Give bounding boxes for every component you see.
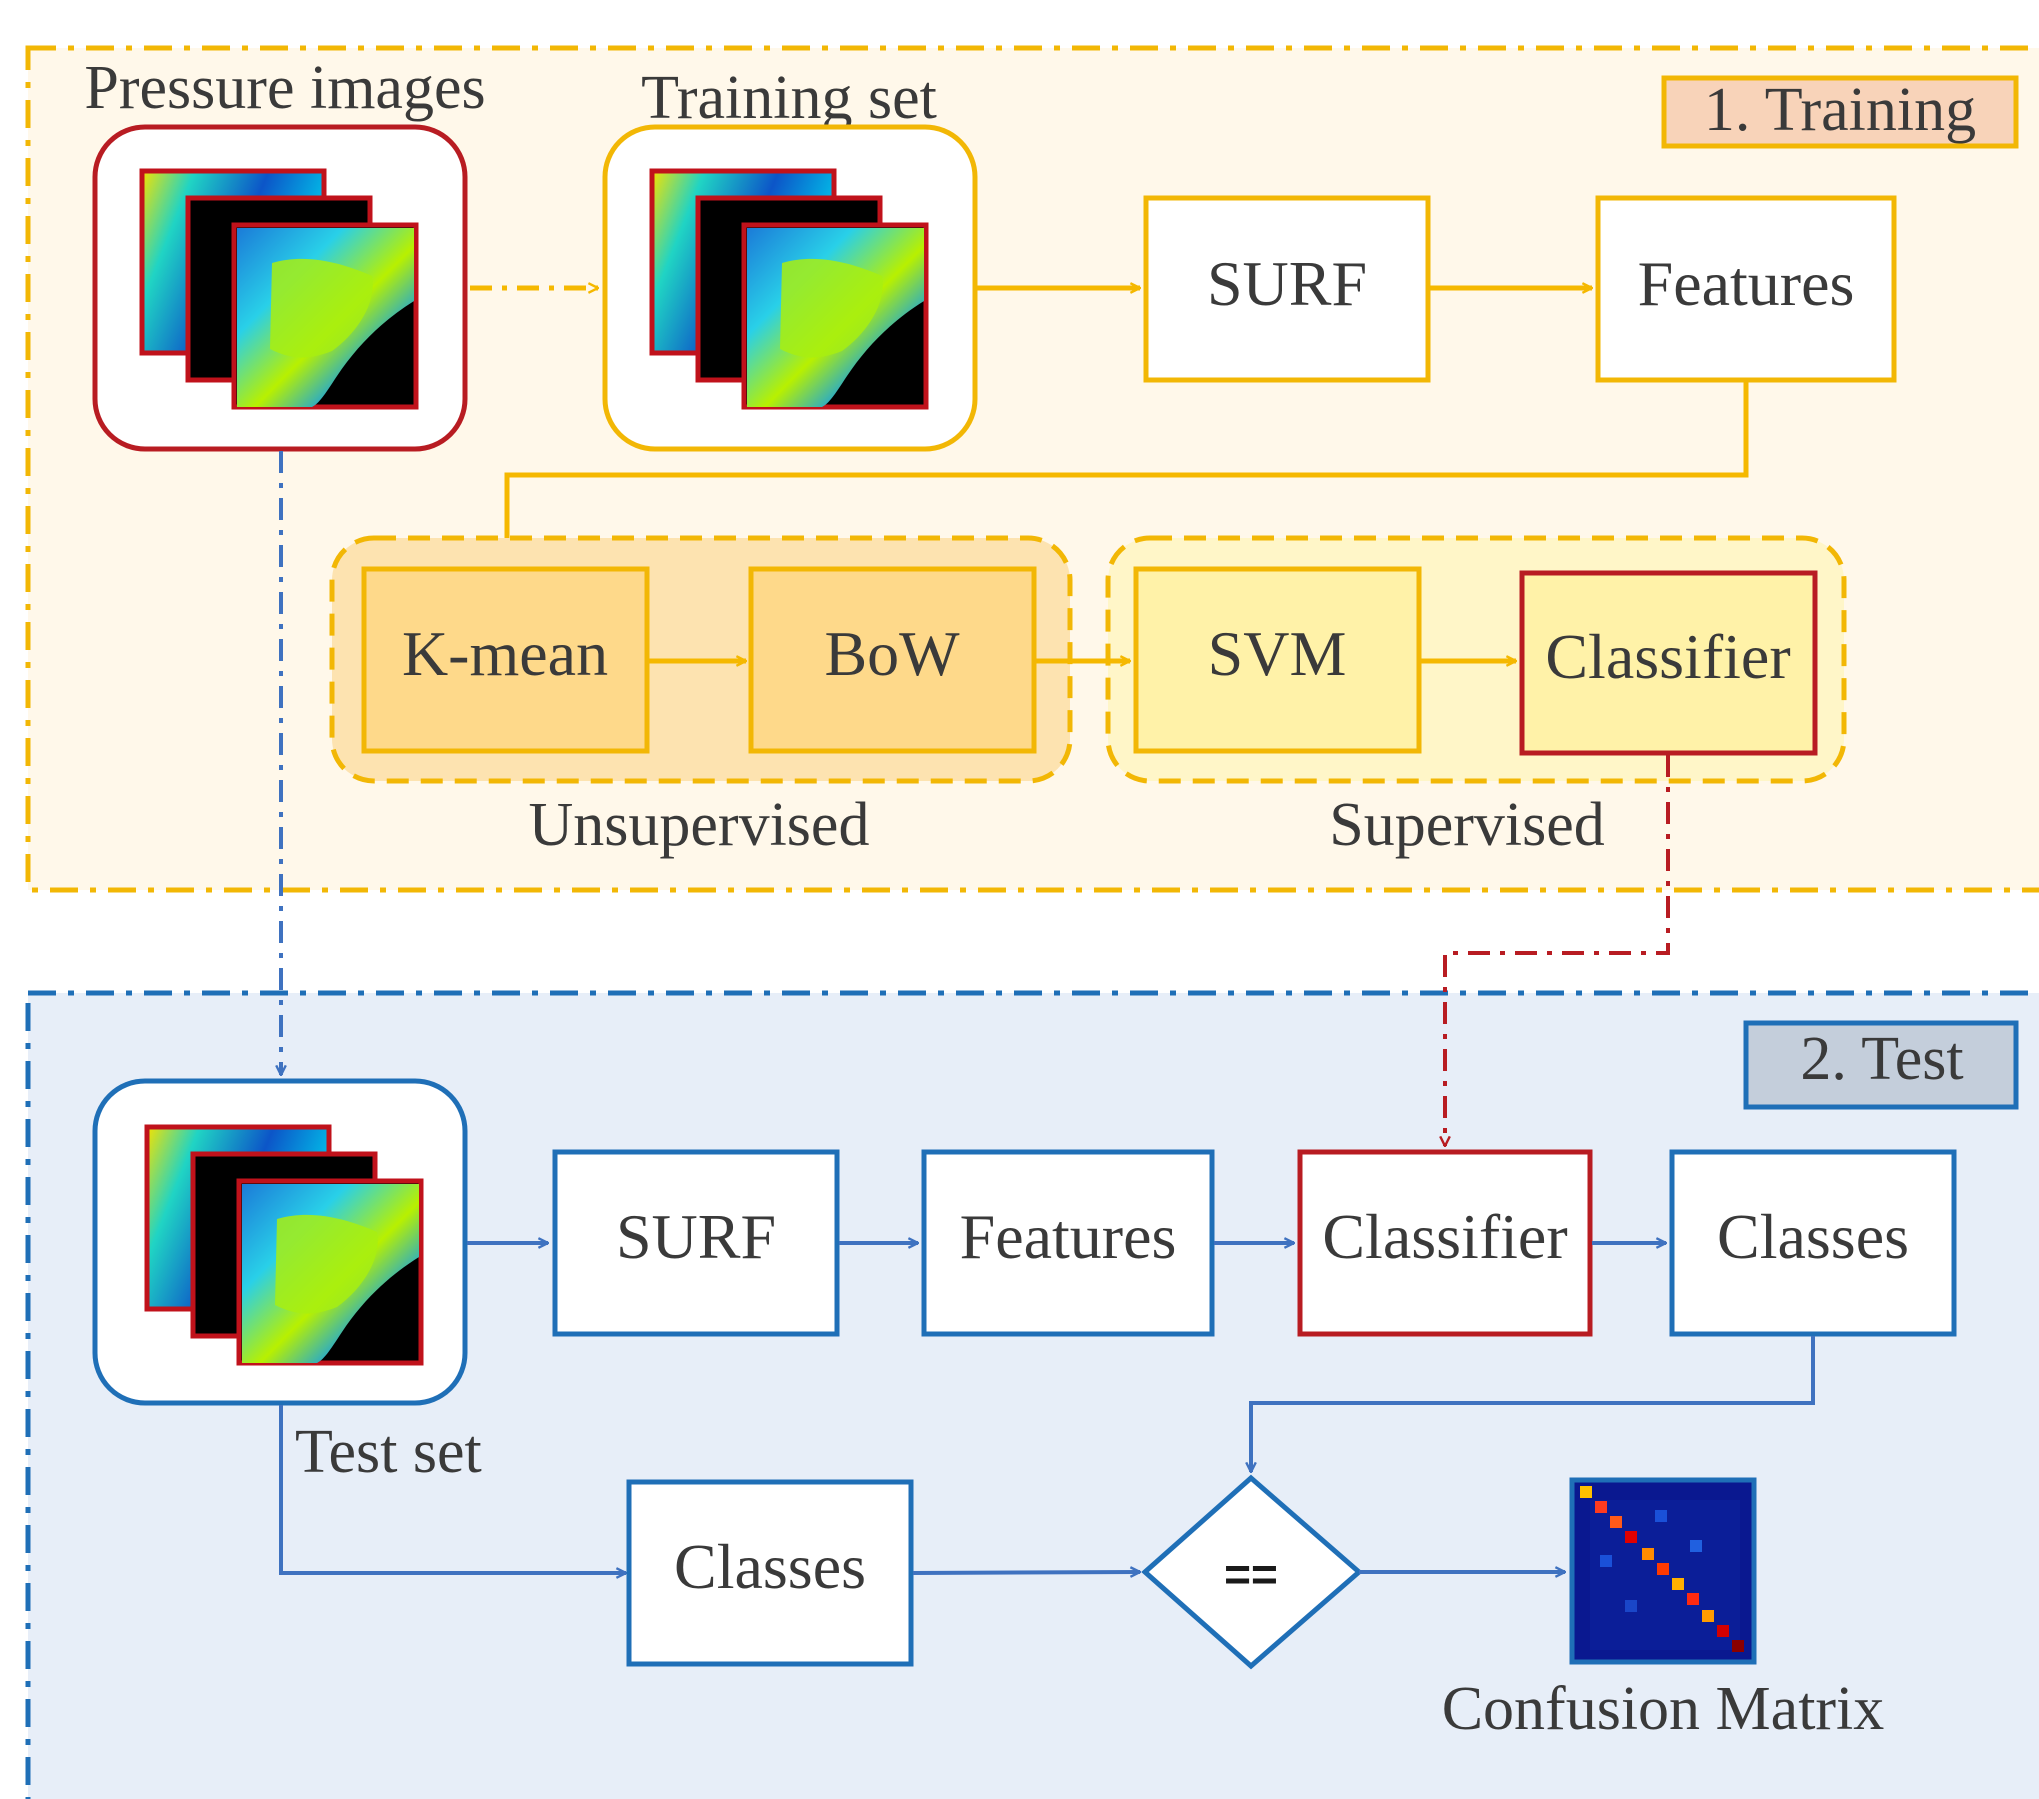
supervised-caption: Supervised (1329, 791, 1605, 859)
arrow-classifier-to-test (1445, 755, 1670, 1146)
test-set-group (92, 1078, 468, 1406)
kmean-box: K-mean (361, 566, 650, 754)
arrow-classes-to-compare (1251, 1336, 1815, 1472)
pressure-images-group (92, 124, 468, 452)
bow-box: BoW (748, 566, 1037, 754)
confusion-matrix-diagonal (1580, 1486, 1744, 1652)
svm-label: SVM (1208, 618, 1347, 689)
test-surf-box: SURF (552, 1149, 840, 1337)
true-classes-label: Classes (674, 1531, 866, 1602)
training-features-box: Features (1595, 195, 1897, 383)
training-surf-box: SURF (1143, 195, 1431, 383)
svm-box: SVM (1133, 566, 1422, 754)
training-set-group (602, 124, 978, 452)
compare-label: == (1224, 1548, 1278, 1600)
test-tag-label: 2. Test (1800, 1025, 1963, 1093)
pressure-images-caption: Pressure images (84, 54, 485, 122)
true-classes-box: Classes (626, 1479, 914, 1667)
training-tag-label: 1. Training (1704, 76, 1976, 144)
compare-diamond: == (1141, 1474, 1363, 1670)
test-features-label: Features (960, 1201, 1177, 1272)
training-classifier-label: Classifier (1545, 621, 1790, 692)
confusion-matrix-caption: Confusion Matrix (1442, 1675, 1885, 1743)
test-classifier-label: Classifier (1322, 1201, 1567, 1272)
predicted-classes-box: Classes (1669, 1149, 1957, 1337)
bow-label: BoW (824, 618, 960, 689)
training-image-stack (649, 168, 929, 410)
arrow-true-classes-to-compare (912, 1572, 1140, 1573)
test-tag: 2. Test (1743, 1020, 2019, 1110)
test-set-caption: Test set (295, 1418, 482, 1486)
pressure-image-stack (139, 168, 419, 410)
kmean-label: K-mean (402, 618, 608, 689)
training-set-caption: Training set (641, 64, 937, 132)
test-classifier-box: Classifier (1297, 1149, 1593, 1337)
training-features-label: Features (1638, 248, 1855, 319)
arrow-features-to-kmean (507, 382, 1749, 563)
test-features-box: Features (921, 1149, 1215, 1337)
predicted-classes-label: Classes (1717, 1201, 1909, 1272)
confusion-matrix-image (1569, 1477, 1757, 1665)
test-surf-label: SURF (616, 1201, 776, 1272)
test-image-stack (144, 1124, 424, 1366)
training-classifier-box: Classifier (1519, 570, 1818, 756)
arrow-testset-to-true-classes (279, 1405, 626, 1573)
training-tag: 1. Training (1661, 75, 2019, 149)
unsupervised-caption: Unsupervised (529, 791, 870, 859)
training-surf-label: SURF (1207, 248, 1367, 319)
